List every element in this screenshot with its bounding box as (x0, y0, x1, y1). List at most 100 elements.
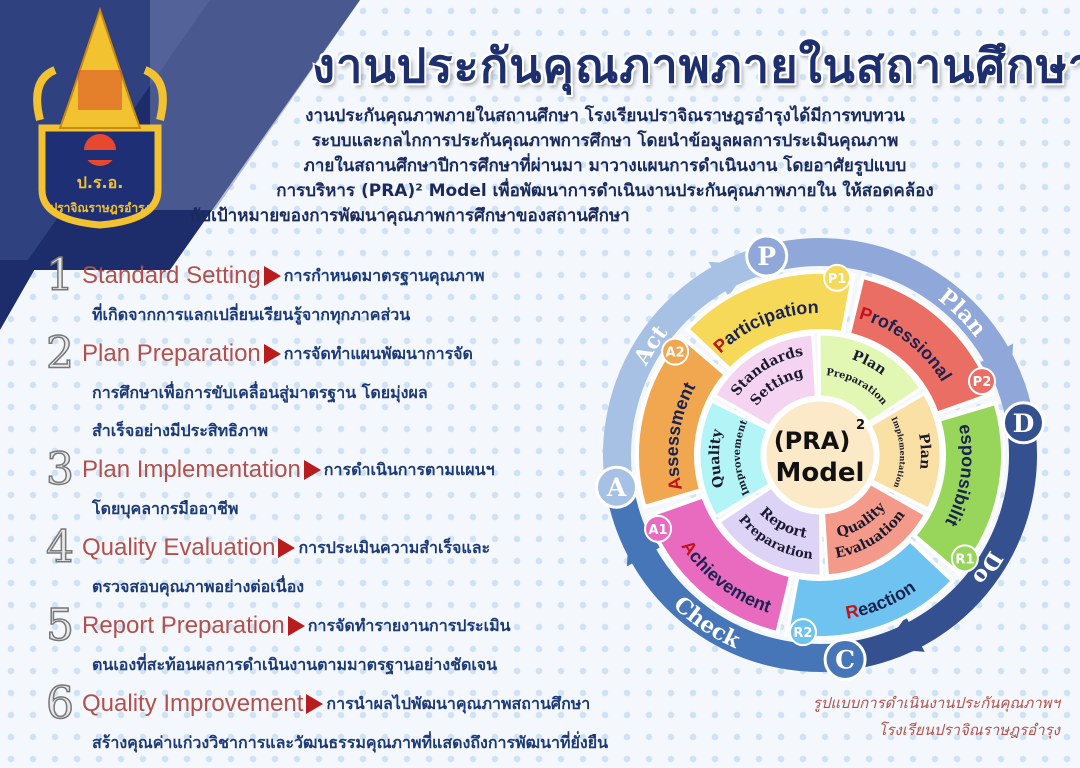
intro-line: กับเป้าหมายของการพัฒนาคุณภาพการศึกษาของส… (190, 206, 630, 226)
segment-tag: P2 (973, 375, 992, 390)
cycle-badge-letter: P (757, 242, 776, 271)
segment-tag: R1 (955, 552, 974, 567)
segment-tag: P1 (828, 272, 847, 287)
cycle-arrowhead-icon (708, 261, 751, 297)
step-number: 4 (45, 522, 75, 573)
outer-segment-participation (684, 270, 856, 373)
center-subtitle: Model (776, 458, 865, 488)
step-description-line: สำเร็จอย่างมีประสิทธิภาพ (92, 421, 269, 440)
step-item: 6 Quality Improvement การนำผลไปพัฒนาคุณภ… (40, 678, 620, 762)
inner-segment (817, 332, 923, 426)
step-heading: 4 Quality Evaluation การประเมินความสำเร็… (40, 522, 620, 573)
step-item: 3 Plan Implementation การดำเนินการตามแผน… (40, 444, 620, 528)
inner-label-path: Plan (915, 432, 933, 470)
segment-initial: A (664, 476, 686, 493)
step-number: 5 (45, 600, 75, 651)
intro-line: ภายในสถานศึกษาปีการศึกษาที่ผ่านมา มาวางแ… (303, 156, 907, 176)
arrow-right-icon (303, 460, 321, 480)
step-heading: 5 Report Preparation การจัดทำรายงานการปร… (40, 600, 620, 651)
center-circle (763, 398, 877, 512)
segment-tag: A2 (666, 346, 685, 361)
segment-tag-bg (788, 618, 817, 647)
segment-initial: P (857, 303, 875, 326)
cycle-badge-letter: D (1013, 409, 1035, 438)
step-description-line: การศึกษาเพื่อการขับเคลื่อนสู่มาตรฐาน โดย… (92, 383, 428, 402)
segment-initial: R (844, 601, 861, 623)
cycle-arrowhead-icon (626, 524, 662, 567)
page-title: งานประกันคุณภาพภายในสถานศึกษา (312, 39, 1080, 94)
step-item: 5 Report Preparation การจัดทำรายงานการปร… (40, 600, 620, 684)
step-title: Plan Preparation (82, 340, 261, 367)
logo-initials: ป.ร.อ. (77, 173, 124, 192)
cycle-arrowhead-icon (882, 616, 925, 652)
cycle-badge-letter: C (835, 645, 855, 674)
step-heading: 2 Plan Preparation การจัดทำแผนพัฒนาการจั… (40, 328, 620, 379)
inner-segment (821, 481, 928, 578)
navy-corner (0, 260, 40, 330)
cycle-arrowhead-icon (978, 343, 1014, 386)
inner-label: Quality (707, 427, 728, 489)
step-description: การนำผลไปพัฒนาคุณภาพสถานศึกษา (326, 693, 591, 713)
cycle-badge (595, 465, 639, 509)
intro-line: ระบบและกลไกการประกันคุณภาพการศึกษา โดยนำ… (311, 131, 899, 151)
arrow-right-icon (263, 266, 281, 286)
step-description-line: ที่เกิดจากการแลกเปลี่ยนเรียนรู้จากทุกภาค… (92, 305, 411, 324)
step-title: Standard Setting (82, 262, 261, 289)
inner-label-path: Quality (707, 427, 728, 489)
school-logo: ป.ร.อ. ปราจิณราษฎรอำรุง (33, 6, 167, 229)
diagram-caption: รูปแบบการดำเนินงานประกันคุณภาพฯ โรงเรียน… (813, 690, 1060, 744)
outer-segment-achievement (644, 493, 794, 636)
steps-list: 1 Standard Setting การกำหนดมาตรฐานคุณภาพ… (40, 250, 620, 762)
step-title: Quality Improvement (82, 690, 304, 717)
step-heading: 6 Quality Improvement การนำผลไปพัฒนาคุณภ… (40, 678, 620, 729)
arrow-right-icon (278, 538, 296, 558)
intro-line: การบริหาร (PRA)² Model เพื่อพัฒนาการดำเน… (276, 181, 934, 201)
step-title: Report Preparation (82, 612, 285, 639)
segment-tag: R2 (793, 626, 812, 641)
caption-line: รูปแบบการดำเนินงานประกันคุณภาพฯ (812, 694, 1060, 712)
segment-tag-bg (967, 367, 996, 396)
inner-segment (697, 398, 773, 519)
step-number: 2 (45, 328, 75, 379)
inner-segment (712, 332, 819, 429)
arrow-right-icon (287, 616, 305, 636)
center-superscript: 2 (856, 418, 865, 433)
intro-line: งานประกันคุณภาพภายในสถานศึกษา โรงเรียนปร… (305, 106, 905, 126)
segment-tag: A1 (648, 523, 667, 538)
arrow-right-icon (263, 344, 281, 364)
step-item: 4 Quality Evaluation การประเมินความสำเร็… (40, 522, 620, 606)
step-number: 1 (45, 250, 75, 301)
caption-line: โรงเรียนปราจิณราษฎรอำรุง (878, 721, 1060, 739)
outer-segment-reaction (784, 537, 956, 640)
step-description: การกำหนดมาตรฐานคุณภาพ (283, 265, 485, 285)
inner-label-line1: Plan (915, 432, 933, 470)
step-description: การดำเนินการตามแผนฯ (323, 459, 495, 479)
cycle-badge (1001, 401, 1045, 445)
step-description-line: ตนเองที่สะท้อนผลการดำเนินงานตามมาตรฐานอย… (92, 655, 498, 674)
step-number: 3 (45, 444, 75, 495)
center-title: (PRA) (774, 427, 851, 455)
step-heading: 1 Standard Setting การกำหนดมาตรฐานคุณภาพ (40, 250, 620, 301)
outer-segment-assessment (635, 333, 729, 510)
step-item: 2 Plan Preparation การจัดทำแผนพัฒนาการจั… (40, 328, 620, 450)
step-number: 6 (45, 678, 75, 729)
segment-initial: R (0, 0, 7, 4)
inner-segment (867, 391, 943, 512)
cycle-badge (745, 234, 789, 278)
segment-tag-bg (661, 337, 690, 366)
arrow-right-icon (306, 694, 324, 714)
step-item: 1 Standard Setting การกำหนดมาตรฐานคุณภาพ… (40, 250, 620, 334)
step-heading: 3 Plan Implementation การดำเนินการตามแผน… (40, 444, 620, 495)
inner-segment (717, 484, 823, 578)
step-description: การจัดทำรายงานการประเมิน (307, 615, 511, 635)
segment-tag-bg (823, 263, 852, 292)
logo-school-name: ปราจิณราษฎรอำรุง (50, 201, 151, 216)
step-description-line: สร้างคุณค่าแก่วงวิชาการและวัฒนธรรมคุณภาพ… (92, 733, 609, 752)
cycle-badge-letter: A (606, 473, 627, 502)
step-description: การประเมินความสำเร็จและ (298, 537, 491, 557)
step-title: Plan Implementation (82, 456, 301, 483)
step-description-line: โดยบุคลากรมืออาชีพ (92, 499, 239, 518)
cycle-badge (823, 637, 867, 681)
